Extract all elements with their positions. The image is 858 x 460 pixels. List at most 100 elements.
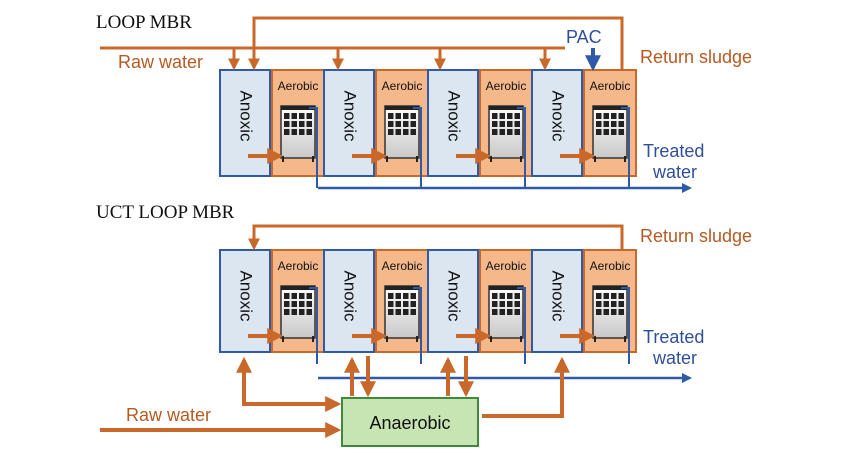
bottom-membrane-cell-3 (514, 301, 520, 307)
bottom-membrane-cell-4 (611, 309, 617, 315)
top-membrane-cell-4 (603, 121, 609, 127)
bottom-membrane-cell-1 (299, 301, 305, 307)
bottom-membrane-cell-4 (596, 293, 602, 299)
bottom-return-sludge-line (248, 224, 624, 251)
top-anoxic-label-4: Anoxic (549, 90, 568, 142)
bottom-membrane-cell-3 (507, 301, 513, 307)
treated-water-label-bottom-1: Treated (643, 327, 704, 347)
top-membrane-cell-4 (618, 121, 624, 127)
bottom-membrane-cell-3 (499, 293, 505, 299)
top-membrane-cell-3 (507, 113, 513, 119)
top-membrane-cell-2 (403, 129, 409, 135)
top-membrane-cell-3 (492, 121, 498, 127)
bottom-membrane-cell-4 (611, 301, 617, 307)
top-membrane-cell-3 (514, 129, 520, 135)
top-membrane-cell-2 (410, 121, 416, 127)
tank-row-top: AnoxicAerobicAnoxicAerobicAnoxicAerobicA… (219, 69, 637, 188)
bottom-anoxic-label-1: Anoxic (237, 270, 256, 322)
bottom-membrane-cell-2 (403, 309, 409, 315)
top-membrane-cell-3 (507, 121, 513, 127)
bottom-membrane-cell-1 (284, 293, 290, 299)
top-membrane-cell-1 (284, 113, 290, 119)
bottom-membrane-cell-2 (410, 301, 416, 307)
bottom-membrane-cell-1 (284, 309, 290, 315)
top-anoxic-label-2: Anoxic (341, 90, 360, 142)
bottom-anoxic-label-3: Anoxic (445, 270, 464, 322)
top-membrane-cell-2 (388, 113, 394, 119)
top-membrane-cell-1 (306, 113, 312, 119)
bottom-anaerobic-to-tank-4 (482, 356, 570, 418)
top-membrane-cell-3 (499, 121, 505, 127)
top-membrane-cell-4 (596, 113, 602, 119)
top-membrane-cell-1 (299, 113, 305, 119)
bottom-membrane-cell-1 (306, 301, 312, 307)
top-membrane-cell-3 (492, 113, 498, 119)
top-membrane-cell-2 (388, 129, 394, 135)
bottom-membrane-cell-3 (507, 293, 513, 299)
top-membrane-cell-2 (395, 113, 401, 119)
top-permeate-pipe-1 (309, 107, 318, 188)
bottom-membrane-cell-2 (395, 293, 401, 299)
bottom-membrane-cell-3 (499, 301, 505, 307)
top-membrane-cell-1 (284, 129, 290, 135)
top-anoxic-tank-1 (219, 69, 271, 177)
top-permeate-pipe-4 (621, 107, 630, 188)
loop-mbr-title: LOOP MBR (96, 12, 192, 33)
loop-mbr-section: LOOP MBR Raw water PAC Return sludge Tre… (96, 12, 752, 188)
top-membrane-cell-1 (291, 113, 297, 119)
top-membrane-cell-3 (499, 113, 505, 119)
anaerobic-tank (341, 397, 479, 447)
top-membrane-cell-2 (410, 113, 416, 119)
bottom-membrane-cell-4 (603, 293, 609, 299)
top-membrane-header-1 (281, 106, 315, 110)
bottom-membrane-cell-1 (291, 309, 297, 315)
top-aerobic-label-1: Aerobic (278, 79, 319, 93)
bottom-membrane-cell-2 (410, 309, 416, 315)
top-anoxic-tank-4 (531, 69, 583, 177)
raw-water-label-bottom: Raw water (126, 405, 211, 425)
top-membrane-cell-4 (611, 113, 617, 119)
bottom-anoxic-label-2: Anoxic (341, 270, 360, 322)
top-membrane-cell-4 (618, 113, 624, 119)
bottom-membrane-cell-1 (291, 301, 297, 307)
bottom-permeate-pipe-1 (309, 287, 318, 364)
bottom-membrane-cell-2 (388, 293, 394, 299)
uct-loop-mbr-section: UCT LOOP MBR Return sludge Treated water… (96, 202, 752, 447)
top-membrane-header-2 (385, 106, 419, 110)
bottom-membrane-cell-4 (596, 309, 602, 315)
top-membrane-header-4 (593, 106, 627, 110)
top-membrane-cell-2 (403, 121, 409, 127)
top-membrane-cell-4 (618, 129, 624, 135)
bottom-membrane-cell-4 (603, 309, 609, 315)
top-membrane-cell-4 (611, 121, 617, 127)
return-sludge-label-bottom: Return sludge (640, 226, 752, 246)
bottom-membrane-cell-3 (514, 309, 520, 315)
bottom-membrane-cell-4 (618, 293, 624, 299)
top-membrane-cell-2 (395, 121, 401, 127)
bottom-aerobic-label-1: Aerobic (278, 259, 319, 273)
top-membrane-cell-3 (514, 113, 520, 119)
bottom-membrane-cell-3 (499, 309, 505, 315)
top-membrane-cell-4 (603, 129, 609, 135)
bottom-aerobic-label-2: Aerobic (382, 259, 423, 273)
treated-water-label-bottom-2: water (652, 348, 697, 368)
top-permeate-pipe-3 (517, 107, 526, 188)
top-membrane-cell-3 (514, 121, 520, 127)
bottom-membrane-cell-3 (492, 293, 498, 299)
bottom-membrane-header-3 (489, 286, 523, 290)
bottom-membrane-cell-1 (291, 293, 297, 299)
top-membrane-cell-3 (499, 129, 505, 135)
bottom-membrane-cell-1 (284, 301, 290, 307)
top-aerobic-label-4: Aerobic (590, 79, 631, 93)
top-membrane-cell-4 (596, 129, 602, 135)
bottom-membrane-cell-1 (306, 309, 312, 315)
top-membrane-cell-3 (492, 129, 498, 135)
bottom-aerobic-label-4: Aerobic (590, 259, 631, 273)
top-permeate-pipe-2 (413, 107, 422, 188)
top-membrane-cell-1 (284, 121, 290, 127)
bottom-membrane-cell-1 (306, 293, 312, 299)
top-anoxic-tank-2 (323, 69, 375, 177)
top-aerobic-label-2: Aerobic (382, 79, 423, 93)
bottom-membrane-cell-2 (388, 301, 394, 307)
